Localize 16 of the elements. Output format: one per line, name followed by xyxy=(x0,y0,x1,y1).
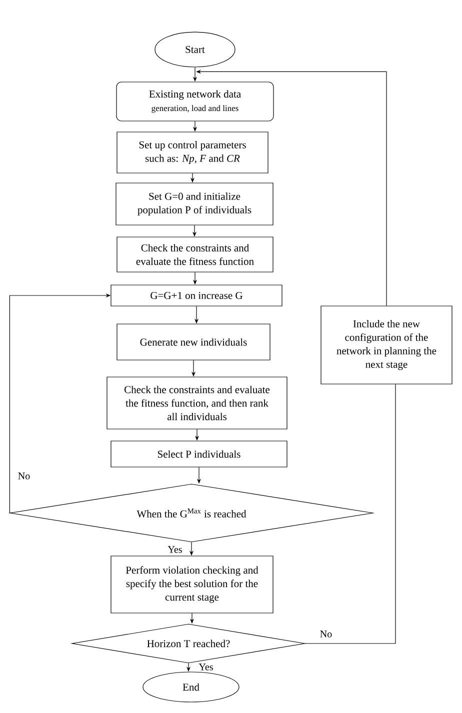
terminal-oval: Start xyxy=(154,32,236,68)
process-box: Include the new configuration of the network in planning the next stage xyxy=(320,306,452,384)
process-box: Select P individuals xyxy=(110,440,288,468)
edge-label: No xyxy=(319,630,333,638)
process-box: G=G+1 on increase G xyxy=(110,284,282,306)
process-box: Check the constraints and evaluate the fitness function, and then rank all individuals xyxy=(106,376,288,430)
process-box: Set up control parameters such as: Np, F and CR xyxy=(116,132,268,174)
process-box: Generate new individuals xyxy=(116,324,270,360)
edge-label: Yes xyxy=(198,663,214,671)
process-box: Check the constraints and evaluate the fitness function xyxy=(116,236,274,272)
terminal-oval: End xyxy=(142,672,240,702)
process-box: Existing network data generation, load and lines xyxy=(116,82,274,122)
edge-label: Yes xyxy=(167,546,183,554)
process-box: Set G=0 and initialize population P of individuals xyxy=(116,182,274,226)
edge-label: No xyxy=(17,472,31,480)
process-box: Perform violation checking and specify the best solution for the current stage xyxy=(110,556,274,614)
